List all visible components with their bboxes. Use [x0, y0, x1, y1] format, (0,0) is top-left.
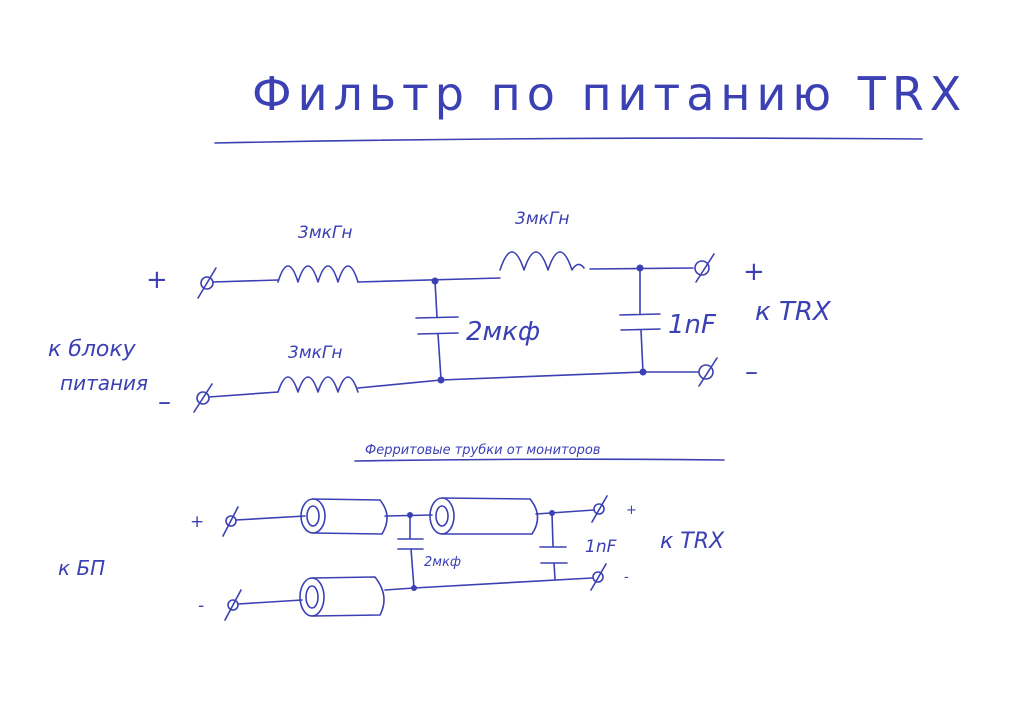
input-label-line1: к блоку — [48, 337, 137, 362]
bottom-input-minus-terminal — [224, 589, 242, 621]
wire — [357, 371, 699, 389]
bottom-capacitor-1-label: 2мкф — [424, 555, 461, 570]
bottom-output-minus-terminal — [590, 563, 607, 591]
heading-underline — [354, 458, 725, 462]
wire — [357, 277, 501, 283]
input-label-line2: питания — [60, 371, 148, 395]
output-label: к TRX — [755, 297, 832, 327]
capacitor-1 — [415, 280, 459, 380]
bottom-output-minus: - — [624, 570, 629, 585]
bottom-input-plus-terminal — [222, 506, 239, 537]
page-title: Фильтр по питанию TRX — [252, 67, 967, 121]
inductor-1-label: 3мкГн — [298, 223, 353, 243]
inductor-1 — [277, 265, 359, 283]
inductor-3 — [277, 376, 359, 393]
wire — [208, 391, 279, 398]
title-underline — [214, 137, 923, 144]
bottom-capacitor-1 — [397, 514, 424, 589]
input-plus-terminal — [197, 267, 217, 299]
bottom-output-plus: + — [626, 503, 637, 518]
capacitor-2-label: 1nF — [668, 310, 717, 340]
wire — [212, 279, 279, 283]
bottom-capacitor-2-label: 1nF — [585, 537, 617, 557]
junction-node — [639, 368, 647, 376]
bottom-capacitor-2 — [539, 512, 568, 580]
input-minus-terminal — [193, 383, 213, 413]
bottom-input-plus: + — [190, 512, 204, 532]
wire — [235, 515, 306, 521]
inductor-2 — [499, 251, 585, 271]
output-minus-terminal — [698, 357, 718, 387]
ferrite-heading: Ферритовые трубки от мониторов — [365, 443, 600, 458]
bottom-output-plus-terminal — [591, 495, 608, 523]
output-minus-sign: – — [745, 357, 758, 387]
wire — [535, 509, 595, 515]
capacitor-1-label: 2мкф — [466, 317, 540, 347]
junction-node — [437, 376, 445, 384]
input-plus-sign: + — [146, 265, 168, 295]
inductor-3-label: 3мкГн — [288, 343, 343, 363]
ferrite-tube-2 — [429, 497, 539, 535]
bottom-output-label: к TRX — [660, 529, 725, 554]
bottom-input-minus: - — [198, 596, 204, 616]
wire — [237, 599, 303, 605]
ferrite-tube-3 — [299, 576, 385, 617]
inductor-2-label: 3мкГн — [515, 209, 570, 229]
input-minus-sign: – — [158, 387, 171, 417]
output-plus-sign: + — [743, 257, 765, 287]
capacitor-2 — [619, 267, 661, 373]
bottom-input-label: к БП — [58, 556, 105, 580]
ferrite-tube-1 — [300, 498, 388, 535]
junction-node — [411, 585, 417, 591]
output-plus-terminal — [694, 253, 715, 283]
